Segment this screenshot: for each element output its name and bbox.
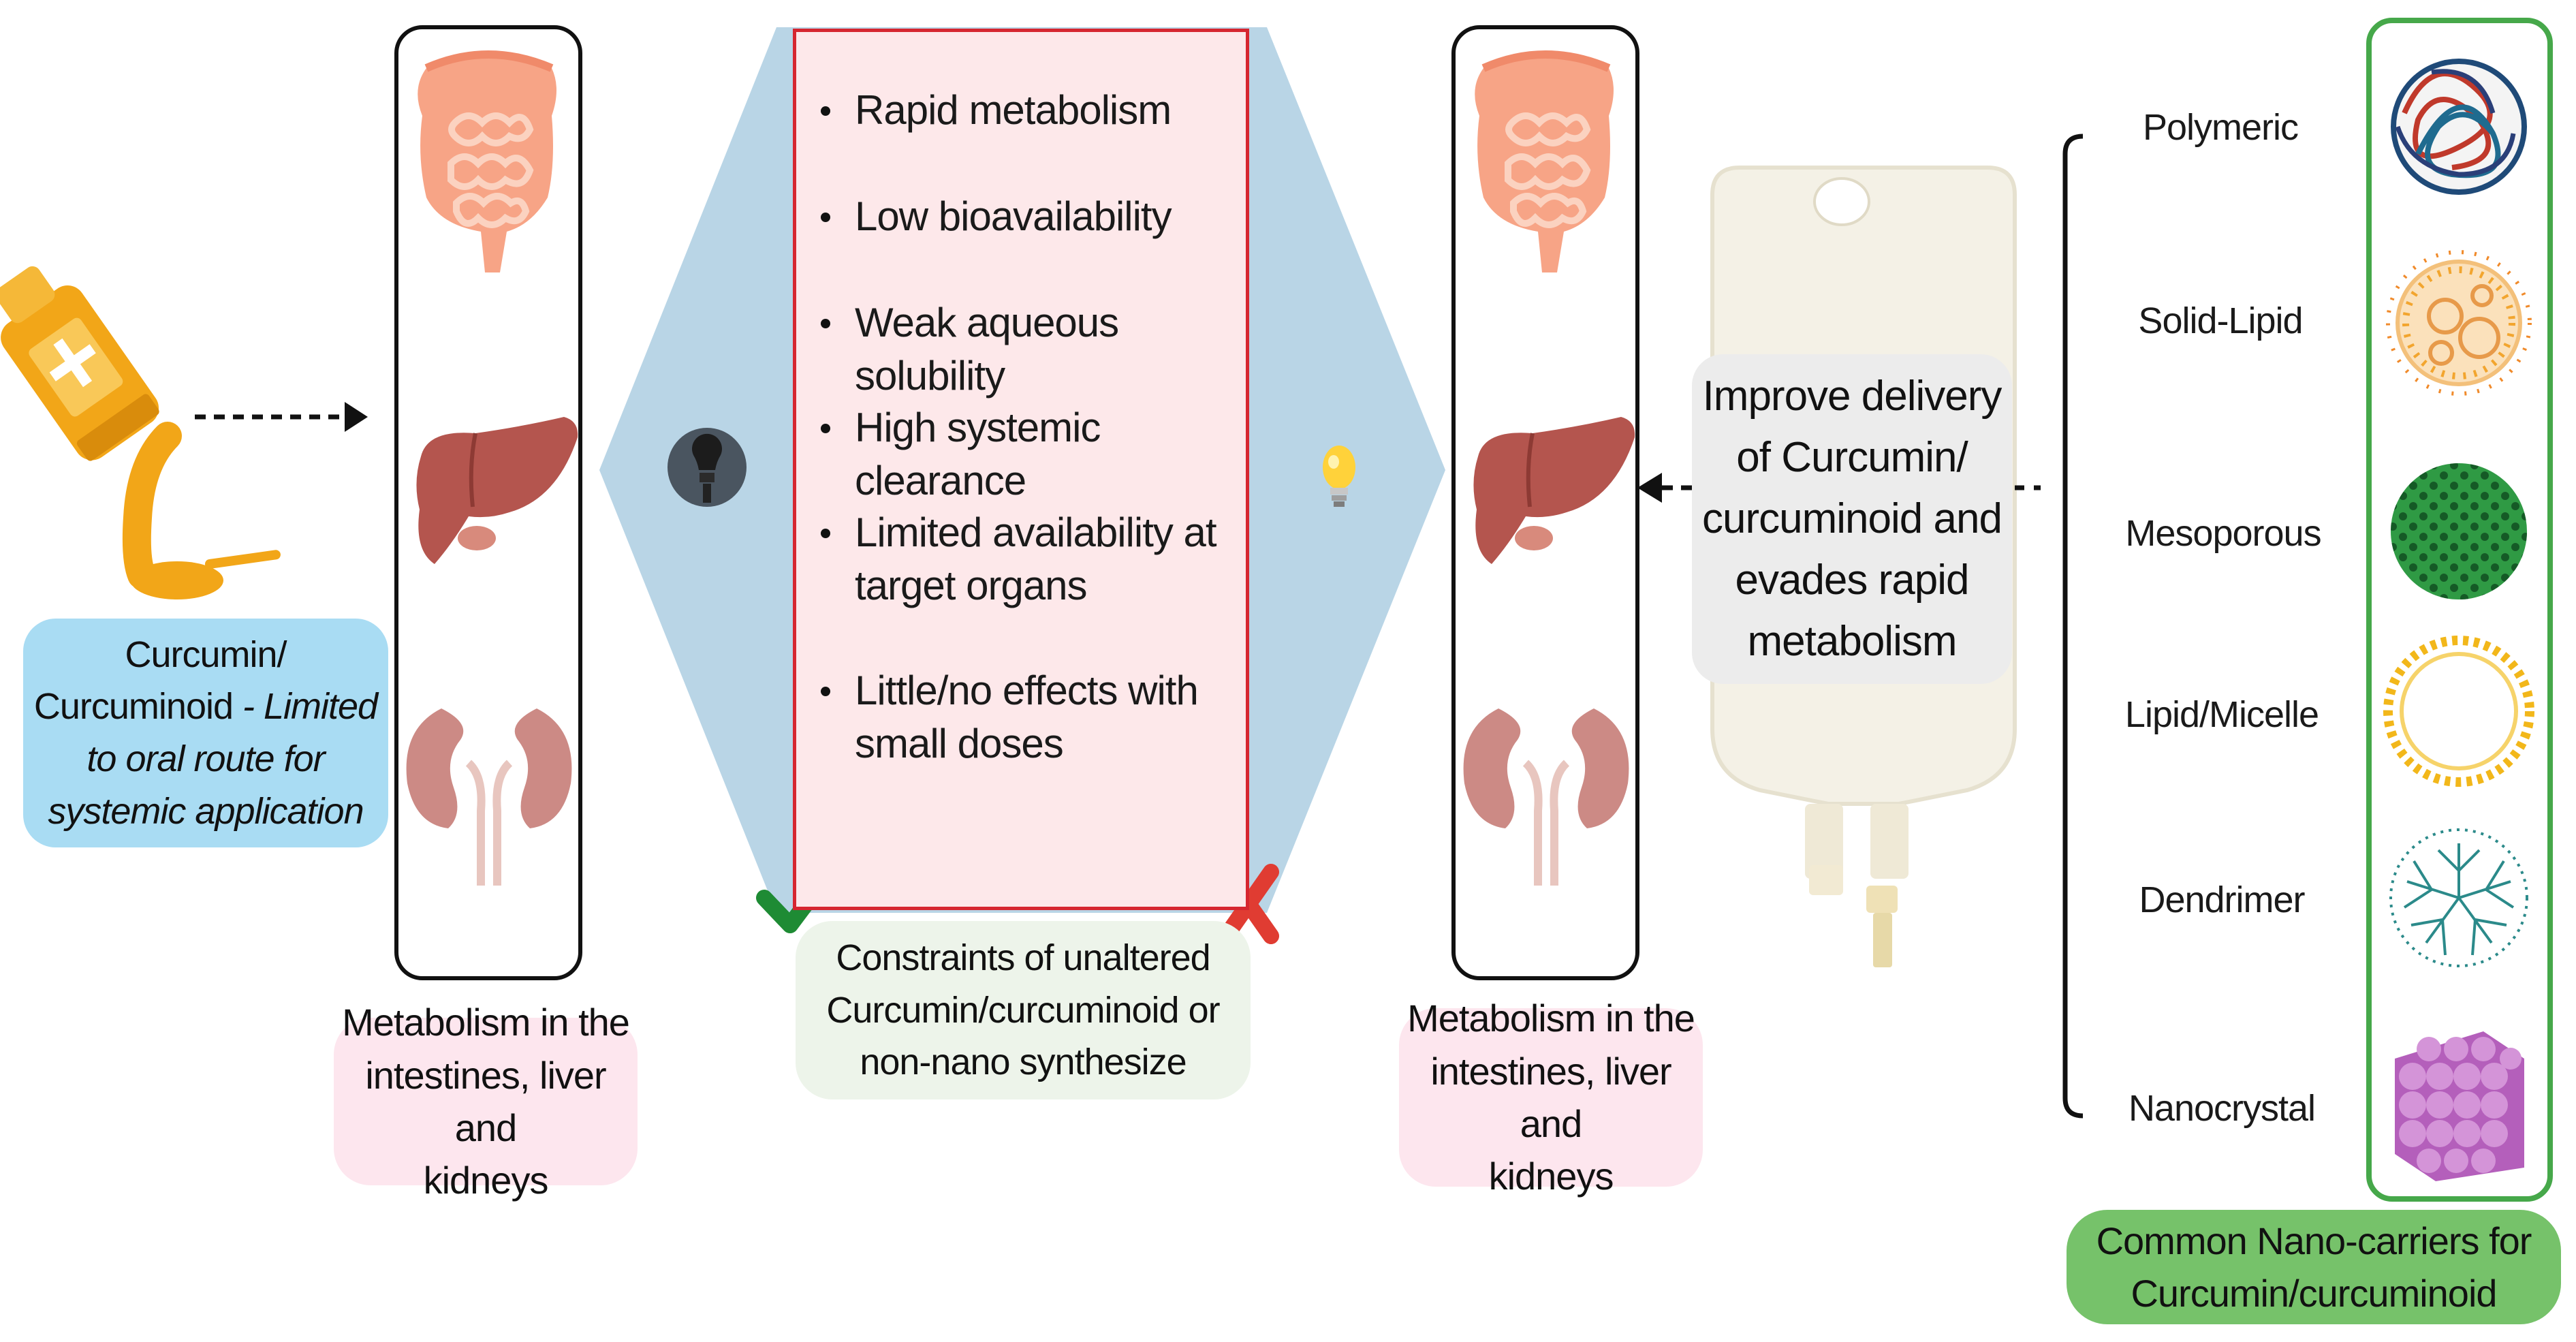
bubble-line-4: systemic application (48, 790, 364, 832)
right-metabolism-caption: Metabolism in the intestines, liver and … (1399, 997, 1703, 1198)
dashed-arrow-left (195, 402, 368, 432)
list-item: Rapid metabolism (821, 84, 1263, 137)
carrier-label-polymeric: Polymeric (2142, 107, 2299, 148)
carrier-label-mesoporous: Mesoporous (2125, 513, 2321, 554)
bubble-line-2: Curcuminoid - Limited (33, 681, 378, 733)
bubble-line-1: Curcumin/ (125, 634, 287, 675)
lipid-micelle-icon (2383, 636, 2534, 787)
carrier-label-lipid-micelle: Lipid/Micelle (2124, 694, 2319, 735)
nanocrystal-icon (2395, 1031, 2524, 1181)
mesoporous-nanoparticle-icon (2391, 463, 2527, 599)
spoon-icon (131, 550, 281, 599)
list-item: Low bioavailability (821, 190, 1263, 243)
lightbulb-off-icon (667, 428, 747, 507)
polymeric-nanoparticle-icon (2391, 59, 2527, 195)
carrier-label-dendrimer: Dendrimer (2139, 879, 2305, 920)
bubble-line-2-normal: Curcuminoid (33, 686, 234, 728)
intestine-icon (1475, 50, 1614, 272)
constraints-caption: Constraints of unaltered Curcumin/curcum… (796, 921, 1251, 1099)
bubble-line-3: to oral route for (87, 738, 325, 779)
bubble-line-2-italic: - Limited (233, 686, 378, 728)
medicine-bottle-icon (0, 266, 182, 589)
list-item: Limited availability at target organs (821, 506, 1263, 612)
carrier-label-solid-lipid: Solid-Lipid (2138, 300, 2303, 341)
list-item: Weak aqueous solubility (821, 296, 1263, 403)
list-item: High systemic clearance (821, 401, 1263, 508)
carrier-bracket (2062, 134, 2084, 1119)
nano-carriers-caption: Common Nano-carriers for Curcumin/curcum… (2067, 1210, 2561, 1324)
kidney-icon (406, 708, 572, 886)
left-metabolism-caption: Metabolism in the intestines, liver and … (334, 1001, 638, 1202)
dendrimer-icon (2389, 828, 2528, 967)
lightbulb-on-icon (1323, 446, 1355, 507)
list-item: Little/no effects with small doses (821, 664, 1263, 770)
nano-carrier-frame (2366, 18, 2553, 1202)
carrier-label-nanocrystal: Nanocrystal (2128, 1088, 2316, 1129)
liver-icon (1473, 417, 1635, 564)
constraints-list-box: Rapid metabolism Low bioavailability Wea… (793, 29, 1249, 910)
solid-lipid-nanoparticle-icon (2386, 250, 2532, 396)
liver-icon (416, 417, 578, 564)
intestine-icon (418, 50, 556, 272)
curcumin-oral-bubble: Curcumin/ Curcuminoid - Limited to oral … (23, 619, 388, 847)
kidney-icon (1463, 708, 1629, 886)
improve-delivery-box: Improve delivery of Curcumin/ curcuminoi… (1692, 354, 2012, 684)
